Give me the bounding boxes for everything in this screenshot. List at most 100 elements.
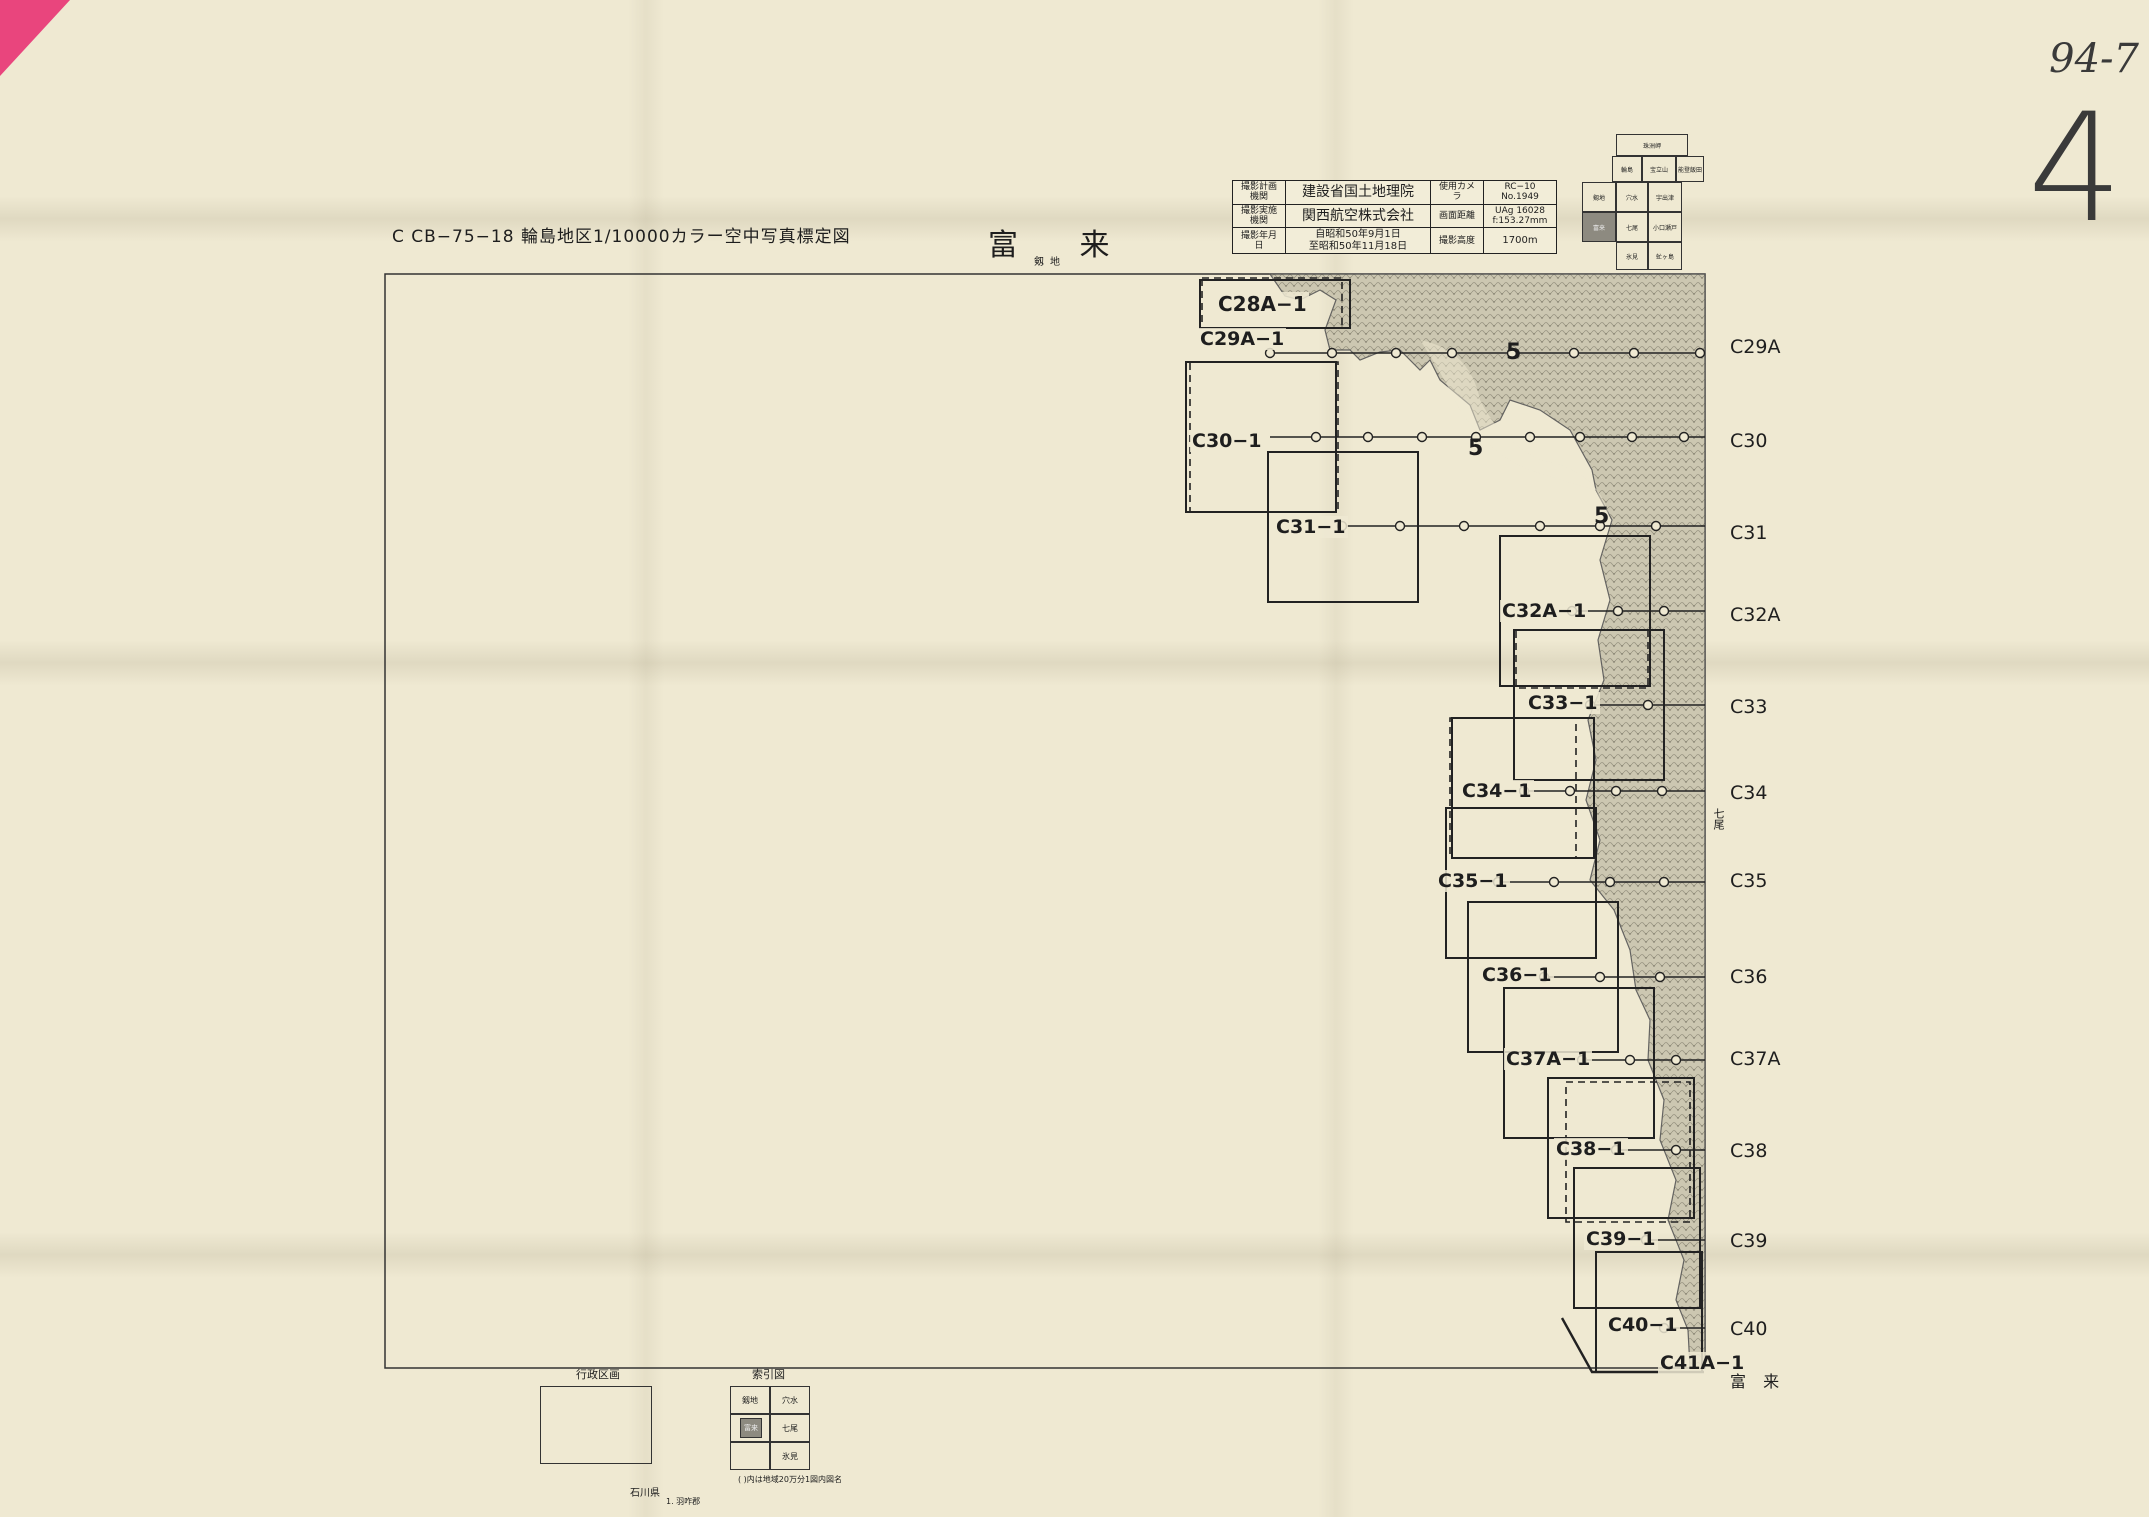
index-legend-cell: 七尾	[770, 1414, 810, 1442]
index-legend-current: 富来	[740, 1418, 762, 1438]
exposure-point	[1654, 971, 1666, 983]
photo-label-c40: C40−1	[1606, 1314, 1680, 1336]
exposure-point	[1626, 431, 1638, 443]
exposure-point	[1612, 605, 1624, 617]
overlap-frame	[1201, 277, 1343, 329]
admin-legend-box	[540, 1386, 652, 1464]
photo-label-c35: C35−1	[1436, 870, 1510, 892]
photo-label-c28a: C28A−1	[1216, 292, 1309, 316]
course-c34: C34	[1730, 782, 1768, 804]
exposure-point	[1326, 347, 1338, 359]
bottom-neighbor-label: 富 来	[1730, 1372, 1786, 1391]
course-c40: C40	[1730, 1318, 1768, 1340]
exposure-point	[1390, 347, 1402, 359]
course-c35: C35	[1730, 870, 1768, 892]
film-type: UAg 16028	[1495, 205, 1545, 216]
photo-frame	[1573, 1167, 1701, 1309]
index-legend-cell: 氷見	[770, 1442, 810, 1470]
exposure-point	[1610, 785, 1622, 797]
photo-frame	[1547, 1077, 1695, 1219]
date-from: 自昭和50年9月1日	[1315, 229, 1401, 241]
exposure-point	[1694, 347, 1706, 359]
exposure-point	[1604, 876, 1616, 888]
exposure-point	[1642, 699, 1654, 711]
altitude-value: 1700m	[1483, 227, 1557, 255]
photo-label-c37a: C37A−1	[1504, 1048, 1593, 1070]
course-c37a: C37A	[1730, 1048, 1781, 1070]
photo-label-c31: C31−1	[1274, 516, 1348, 538]
exposure-point	[1656, 785, 1668, 797]
map-number: 5	[1594, 504, 1610, 529]
exposure-point	[1594, 520, 1606, 532]
admin-legend-title: 行政区画	[576, 1368, 620, 1381]
top-neighbor-label: 剱地	[1034, 257, 1066, 268]
exposure-point	[1658, 605, 1670, 617]
photo-label-c33: C33−1	[1526, 692, 1600, 714]
exposure-point	[1628, 347, 1640, 359]
exposure-point	[1524, 431, 1536, 443]
altitude-label: 撮影高度	[1430, 227, 1484, 255]
exposure-point	[1534, 520, 1546, 532]
exposure-point	[1416, 431, 1428, 443]
exposure-point	[1458, 520, 1470, 532]
exposure-point	[1394, 520, 1406, 532]
focal-length: f:153.27mm	[1492, 216, 1548, 227]
exposure-point	[1310, 431, 1322, 443]
course-c33: C33	[1730, 696, 1768, 718]
index-cell: 剱地	[1582, 182, 1616, 212]
exposure-point	[1678, 431, 1690, 443]
course-c39: C39	[1730, 1230, 1768, 1252]
exposure-point	[1594, 971, 1606, 983]
map-number: 5	[1506, 340, 1522, 365]
index-cell: 輪島	[1612, 156, 1642, 182]
course-c38: C38	[1730, 1140, 1768, 1162]
date-to: 至昭和50年11月18日	[1308, 240, 1408, 252]
photo-label-c39: C39−1	[1584, 1228, 1658, 1250]
photo-label-c30: C30−1	[1190, 430, 1264, 452]
index-cell: 珠洲岬	[1616, 134, 1688, 156]
camera-number: No.1949	[1501, 192, 1539, 203]
index-cell: 穴水	[1616, 182, 1648, 212]
index-cell: 氷見	[1616, 242, 1648, 270]
exposure-point	[1650, 520, 1662, 532]
admin-legend-pref: 石川県	[630, 1488, 660, 1499]
exposure-point	[1506, 347, 1518, 359]
photo-label-c41a: C41A−1	[1658, 1352, 1747, 1374]
land-area	[1268, 273, 1706, 1369]
exposure-point	[1470, 431, 1482, 443]
course-c36: C36	[1730, 966, 1768, 988]
focal-value: UAg 16028 f:153.27mm	[1483, 203, 1557, 229]
photo-label-c36: C36−1	[1480, 964, 1554, 986]
overlap-frame	[1449, 717, 1577, 859]
right-neighbor-label: 七尾	[1712, 808, 1725, 830]
sheet-header: C CB−75−18 輪島地区1/10000カラー空中写真標定図	[392, 227, 851, 247]
pink-tab	[0, 0, 70, 76]
photo-label-c32a: C32A−1	[1500, 600, 1589, 622]
camera-value: RC−10 No.1949	[1483, 180, 1557, 205]
handwritten-number: 4	[2027, 82, 2123, 256]
handwritten-code: 94-7	[2049, 36, 2139, 82]
course-c31: C31	[1730, 522, 1768, 544]
index-cell: 宝立山	[1642, 156, 1676, 182]
index-cell: 小口瀬戸	[1648, 212, 1682, 242]
index-legend-cell	[730, 1442, 770, 1470]
exposure-point	[1670, 1054, 1682, 1066]
exposure-point	[1574, 431, 1586, 443]
date-label: 撮影年月日	[1232, 227, 1286, 255]
exposure-point	[1658, 876, 1670, 888]
exposure-point	[1548, 876, 1560, 888]
course-c29a: C29A	[1730, 336, 1781, 358]
date-value: 自昭和50年9月1日 至昭和50年11月18日	[1285, 227, 1431, 255]
course-c32a: C32A	[1730, 604, 1781, 626]
photo-frame	[1267, 451, 1419, 603]
photo-label-c34: C34−1	[1460, 780, 1534, 802]
exec-value: 関西航空株式会社	[1285, 203, 1431, 229]
map-number: 5	[1468, 436, 1484, 461]
exposure-point	[1624, 1054, 1636, 1066]
index-cell: 虻ヶ島	[1648, 242, 1682, 270]
exposure-point	[1564, 785, 1576, 797]
photo-label-c29a: C29A−1	[1198, 328, 1287, 350]
index-cell: 七尾	[1616, 212, 1648, 242]
